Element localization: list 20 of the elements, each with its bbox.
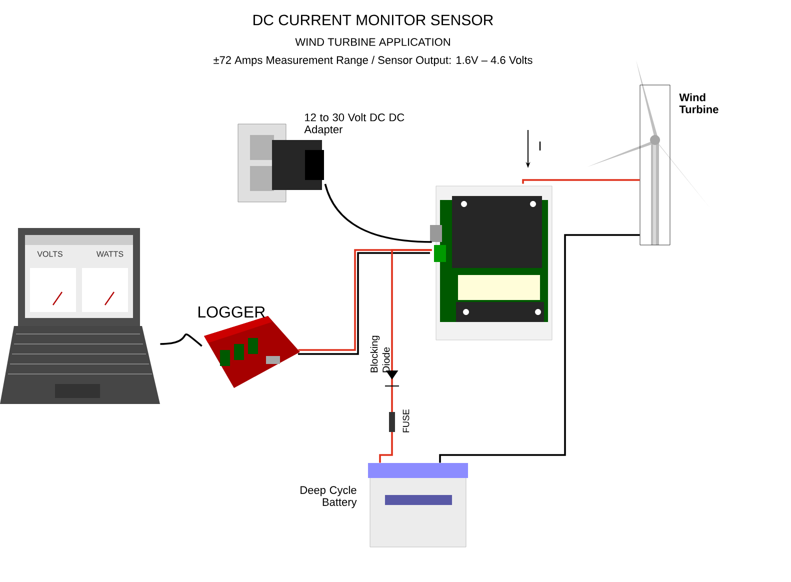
- current-label: I: [539, 142, 541, 150]
- node-label: Deep Cycle Battery: [300, 486, 357, 508]
- node-label: 12 to 30 Volt DC DC Adapter: [304, 113, 404, 136]
- wire: [439, 234, 640, 463]
- laptop-drawing: [0, 228, 160, 404]
- node-label: Wind Turbine: [679, 93, 718, 114]
- battery-drawing: [368, 463, 468, 548]
- title: DC CURRENT MONITOR SENSOR: [254, 14, 493, 26]
- wire: [324, 184, 432, 243]
- screen-label: WATTS: [96, 251, 124, 257]
- wire: [160, 334, 202, 347]
- wire: [379, 249, 432, 463]
- data-logger-drawing: [204, 316, 300, 388]
- node-label: LOGGER: [198, 306, 265, 318]
- subtitle: ±72 Amps Measurement Range / Sensor Output: 1.6V – 4.6 Volts: [214, 56, 532, 66]
- component-label: FUSE: [402, 409, 410, 432]
- wire: [522, 179, 640, 184]
- subtitle: WIND TURBINE APPLICATION: [295, 38, 450, 46]
- screen-label: VOLTS: [37, 251, 62, 257]
- current-sensor-drawing: [430, 186, 552, 340]
